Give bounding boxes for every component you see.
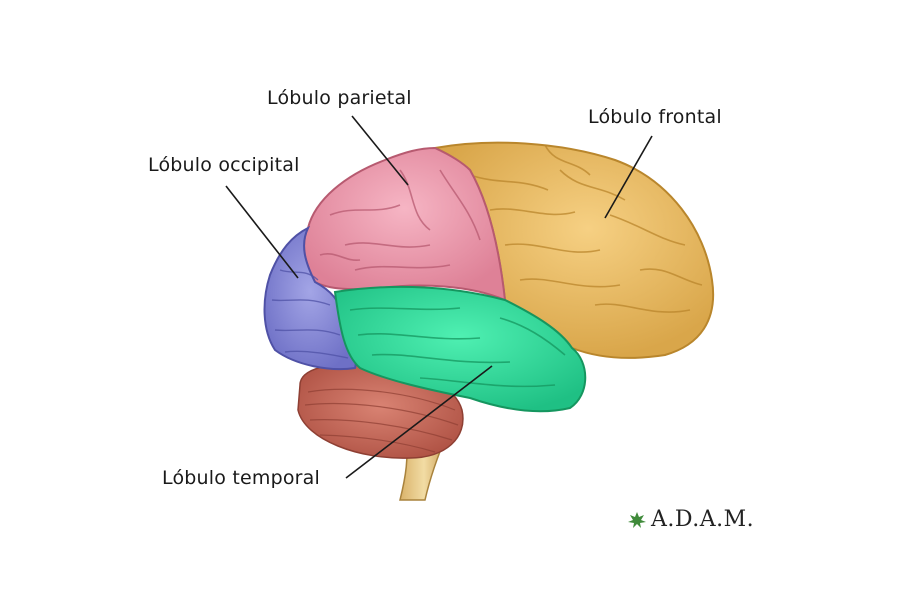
logo-text: A.D.A.M.: [651, 507, 755, 532]
leaf-icon: [628, 511, 646, 528]
label-temporal-lobe: Lóbulo temporal: [162, 467, 320, 489]
leader-lines: [225, 115, 653, 479]
leader-line-occipital: [225, 185, 299, 279]
label-occipital-lobe: Lóbulo occipital: [148, 154, 300, 176]
adam-logo: A.D.A.M.: [626, 507, 754, 532]
parietal-lobe: [303, 146, 507, 302]
temporal-lobe: [333, 285, 587, 413]
leader-line-temporal: [345, 365, 493, 479]
label-parietal-lobe: Lóbulo parietal: [267, 87, 412, 109]
label-frontal-lobe: Lóbulo frontal: [588, 106, 722, 128]
leader-line-frontal: [604, 135, 653, 219]
leader-line-parietal: [351, 115, 409, 186]
